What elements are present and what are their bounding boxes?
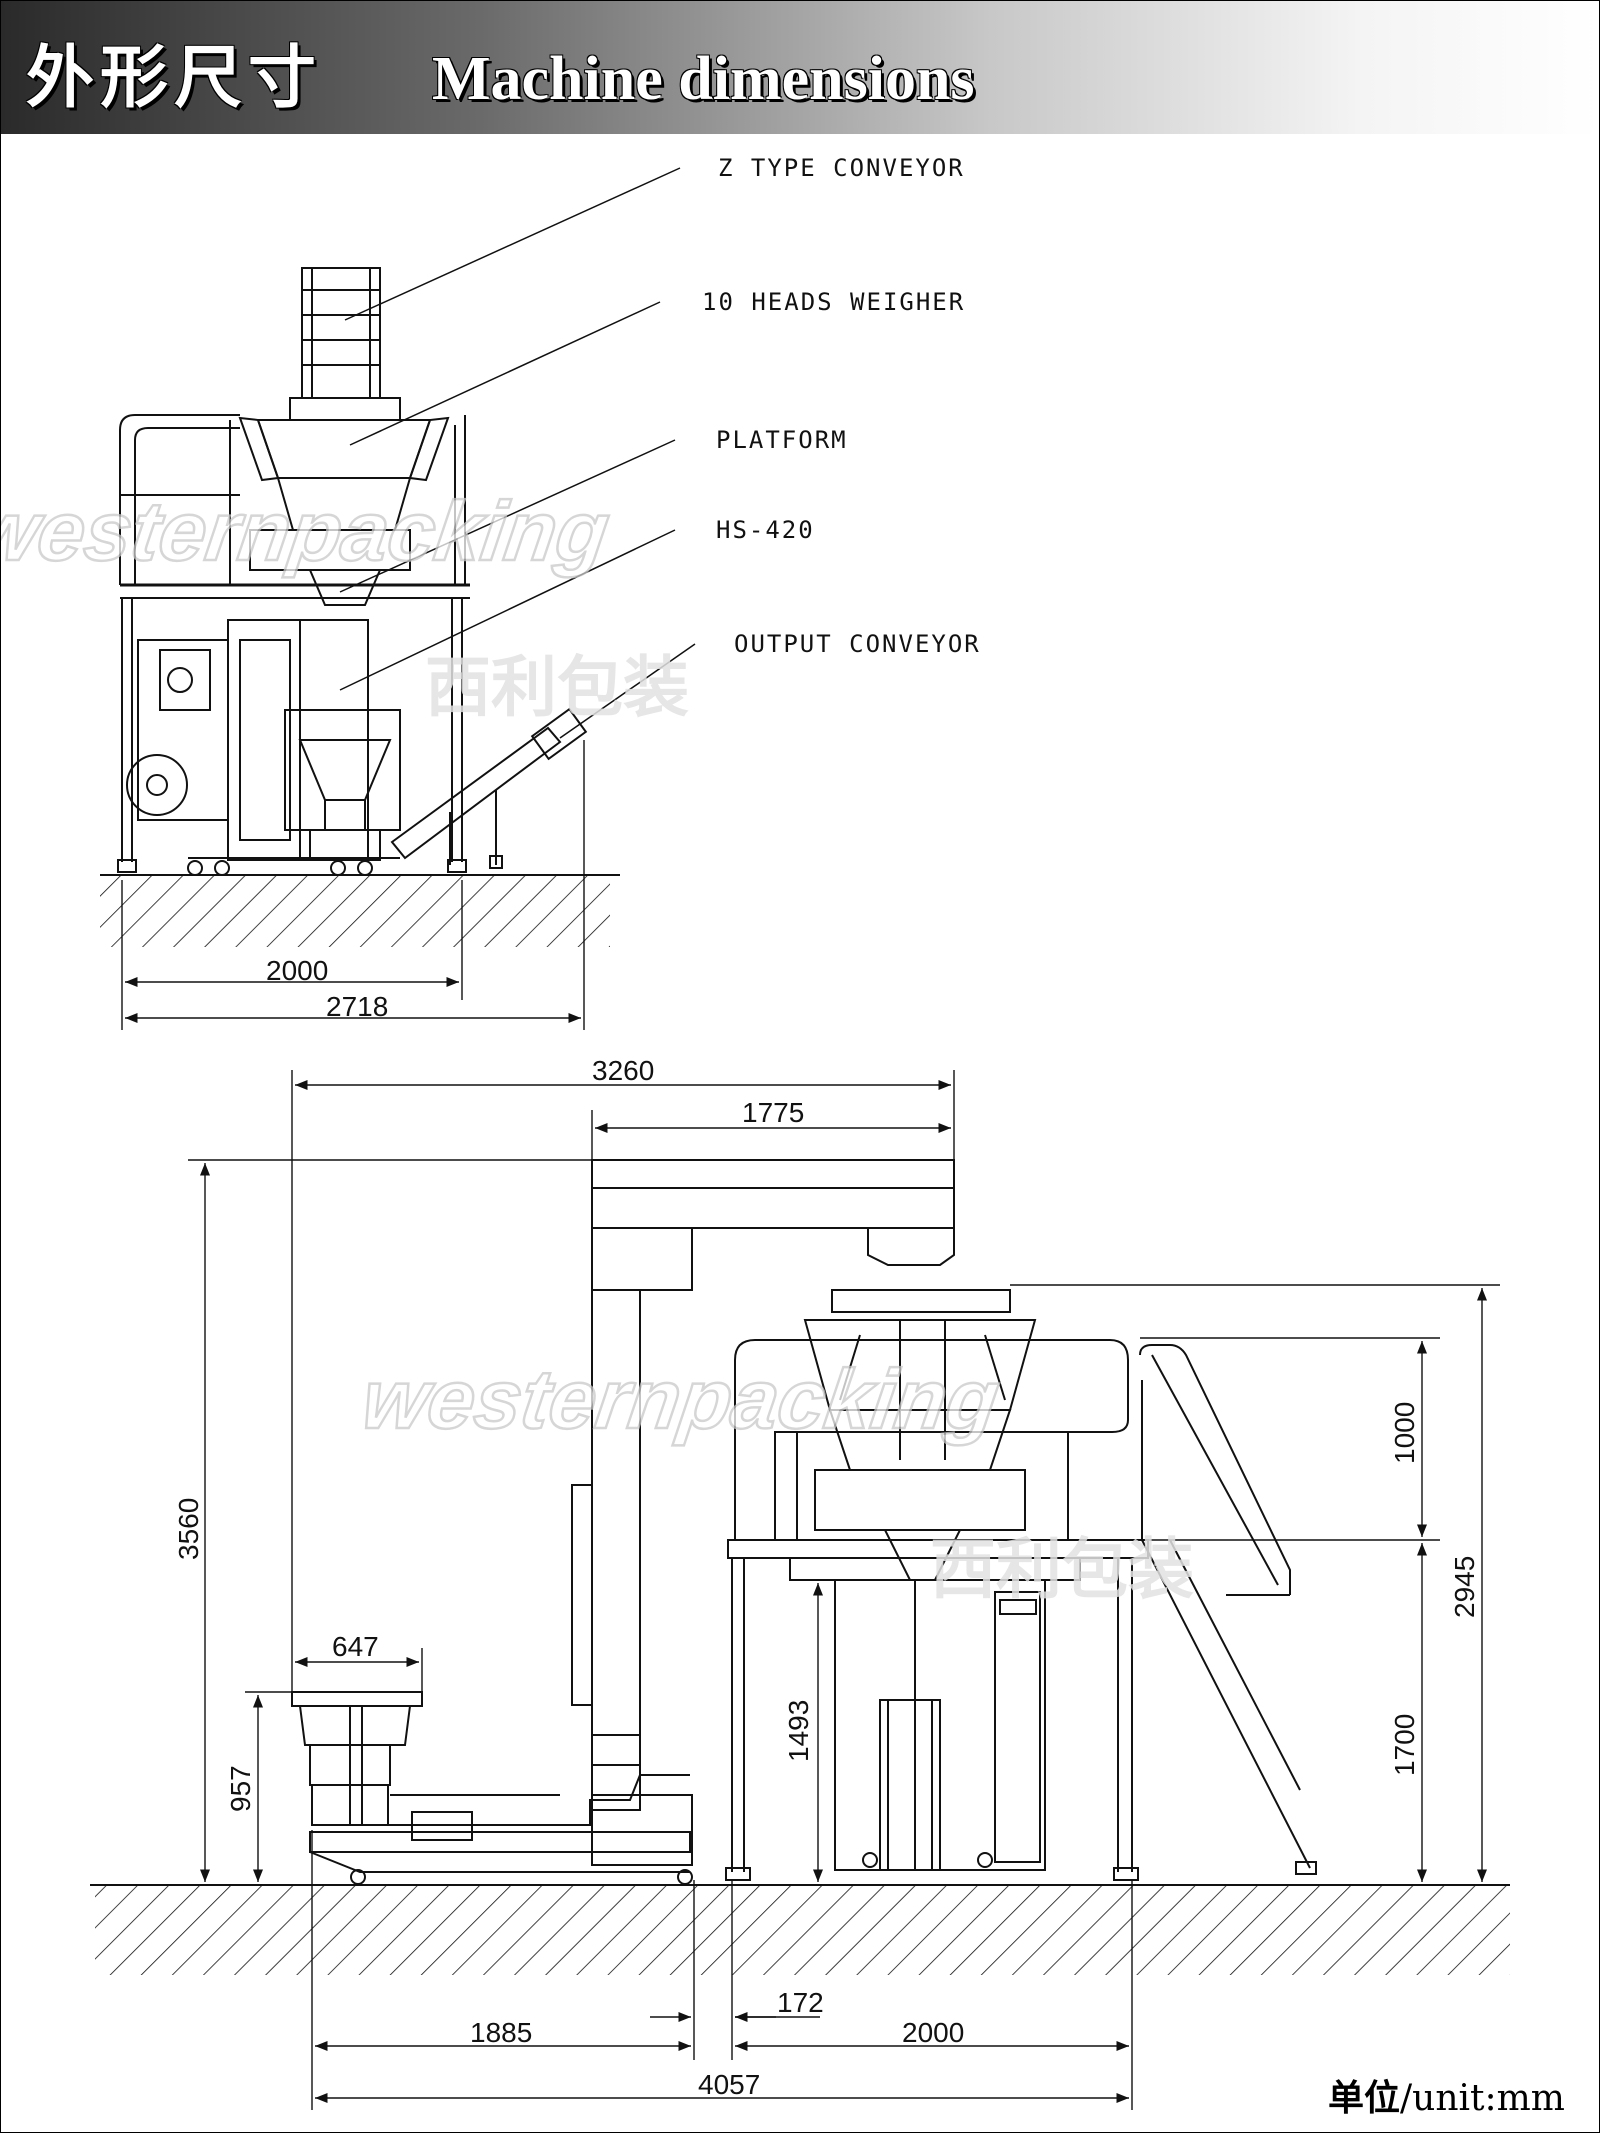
dim-1775: 1775 [742, 1097, 804, 1128]
title-english: Machine dimensions [432, 45, 975, 113]
dim-172: 172 [777, 1987, 824, 2018]
dim-2000-bottom: 2000 [902, 2017, 964, 2048]
unit-label-cn: 单位 [1328, 2077, 1400, 2119]
front-view-machine [90, 1159, 1510, 1975]
watermark-en-bottom: westernpacking [357, 1352, 1005, 1446]
title-chinese: 外形尺寸 [26, 38, 323, 118]
ground-hatch-top [100, 875, 610, 947]
dim-1493: 1493 [783, 1700, 814, 1762]
dim-3260: 3260 [592, 1055, 654, 1086]
svg-text:单位/unit:mm: 单位/unit:mm [1328, 2077, 1565, 2119]
unit-label-en: /unit:mm [1400, 2078, 1565, 2119]
ground-hatch-bottom [95, 1885, 1510, 1975]
watermark-cn-bottom: 西利包装 [930, 1531, 1194, 1608]
label-platform: PLATFORM [716, 426, 848, 454]
dim-3560: 3560 [173, 1498, 204, 1560]
label-weigher: 10 HEADS WEIGHER [702, 288, 965, 316]
dim-1700: 1700 [1389, 1714, 1420, 1776]
label-z-type-conveyor: Z TYPE CONVEYOR [718, 154, 965, 182]
side-view-machine [100, 267, 620, 947]
watermark-en-top: westernpacking [0, 484, 615, 578]
title-banner: 外形尺寸 Machine dimensions [0, 0, 1600, 134]
watermark-cn-top: 西利包装 [425, 649, 689, 726]
dim-top-2000: 2000 [266, 955, 328, 986]
dim-top-2718: 2718 [326, 991, 388, 1022]
dim-957: 957 [225, 1765, 256, 1812]
dim-1000: 1000 [1389, 1402, 1420, 1464]
callout-leaders [339, 167, 696, 739]
label-model: HS-420 [716, 516, 815, 544]
dim-647: 647 [332, 1631, 379, 1662]
dim-2945: 2945 [1449, 1556, 1480, 1618]
label-output-conveyor: OUTPUT CONVEYOR [734, 630, 981, 658]
dim-1885: 1885 [470, 2017, 532, 2048]
dim-4057: 4057 [698, 2069, 760, 2100]
